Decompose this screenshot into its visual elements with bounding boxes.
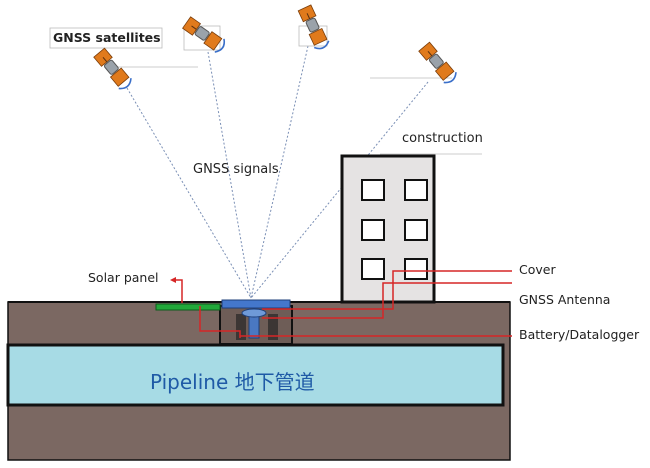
signal-line (207, 51, 252, 299)
satellite-icon (417, 40, 460, 87)
signal-line (126, 87, 252, 299)
gnss-antenna-label: GNSS Antenna (519, 292, 611, 307)
gnss-signals-label: GNSS signals (193, 162, 279, 177)
construction-building (340, 154, 436, 304)
solar-arrow-icon (170, 277, 176, 283)
battery-datalogger-label: Battery/Datalogger (519, 327, 640, 342)
gnss-signal-lines (126, 45, 429, 299)
gnss-satellites-label: GNSS satellites (53, 30, 161, 45)
signal-line (250, 81, 429, 299)
satellite-icon (181, 15, 229, 56)
signal-line (250, 45, 309, 299)
solar-panel-label: Solar panel (88, 270, 159, 285)
leader-lines (176, 270, 512, 338)
solar-panel (155, 303, 221, 311)
construction-label: construction (402, 131, 483, 146)
satellite-icon (296, 3, 332, 52)
satellite-icon (92, 46, 135, 93)
pipeline-label: Pipeline 地下管道 (150, 370, 315, 394)
cover-label: Cover (519, 262, 556, 277)
pit-cover (221, 299, 291, 309)
pipeline (6, 343, 505, 407)
monitoring-pit (219, 305, 293, 345)
